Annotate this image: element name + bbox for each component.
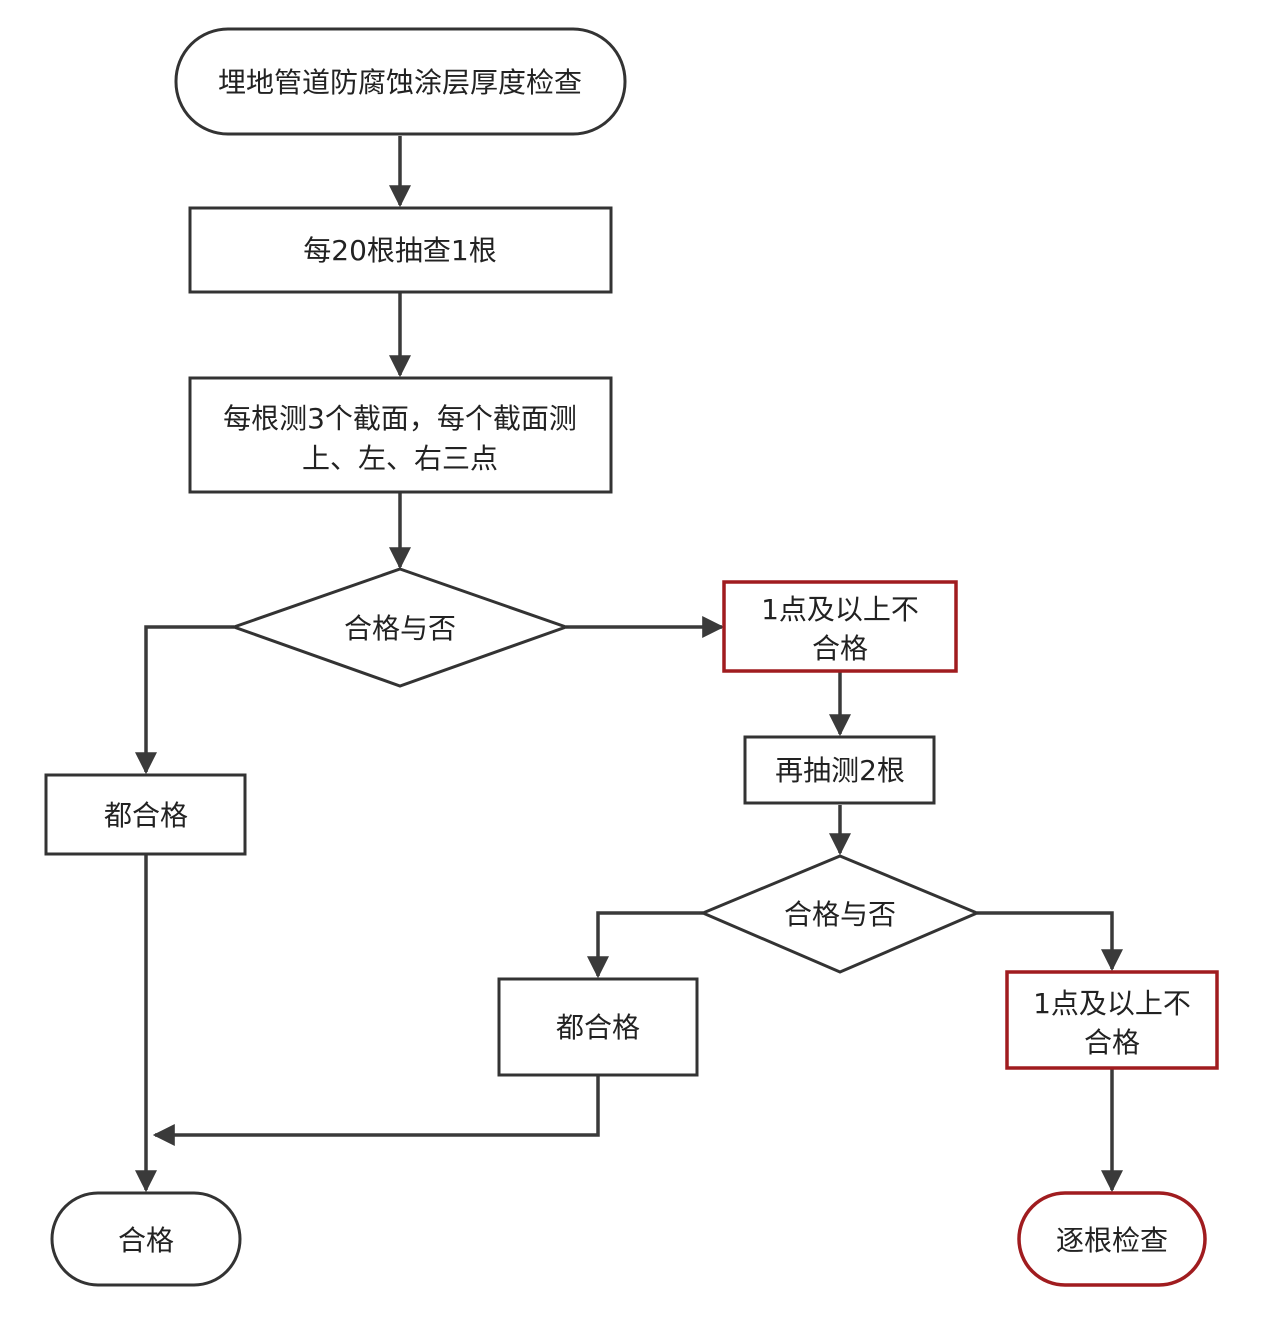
fail1-label-line2: 合格 — [812, 632, 868, 665]
fail2-label-line1: 1点及以上不 — [1033, 987, 1191, 1020]
end-pass-terminator — [50, 1191, 242, 1287]
fail2-process — [1005, 970, 1219, 1070]
edge-decision1-to-pass1 — [135, 625, 234, 775]
start-label: 埋地管道防腐蚀涂层厚度检查 — [218, 66, 582, 99]
pass1-process — [44, 773, 247, 856]
pass2-process — [497, 977, 699, 1077]
fail2-label-line2: 合格 — [1084, 1026, 1140, 1059]
decision2-diamond — [699, 854, 981, 974]
decision1-diamond — [229, 567, 571, 688]
resample-label: 再抽测2根 — [775, 754, 905, 787]
resample-process — [743, 735, 936, 805]
measure-label-line1: 每根测3个截面，每个截面测 — [223, 402, 577, 435]
pass2-label: 都合格 — [556, 1011, 640, 1044]
fail1-label-line1: 1点及以上不 — [761, 593, 919, 626]
decision2-label: 合格与否 — [784, 898, 896, 931]
end-inspect-label: 逐根检查 — [1056, 1224, 1168, 1257]
edge-decision2-to-fail2 — [977, 911, 1123, 972]
fail1-process — [722, 580, 958, 673]
edge-pass2-to-merge — [152, 1076, 600, 1146]
measure-process — [188, 376, 613, 494]
decision1-label: 合格与否 — [344, 612, 456, 645]
start-terminator — [174, 27, 627, 136]
measure-label-line2: 上、左、右三点 — [302, 442, 498, 475]
end-inspect-terminator — [1017, 1191, 1207, 1287]
edge-decision2-to-pass2 — [587, 911, 703, 979]
end-pass-label: 合格 — [118, 1224, 174, 1257]
pass1-label: 都合格 — [104, 799, 188, 832]
sample-process — [188, 206, 613, 294]
sample-label: 每20根抽查1根 — [303, 234, 496, 267]
